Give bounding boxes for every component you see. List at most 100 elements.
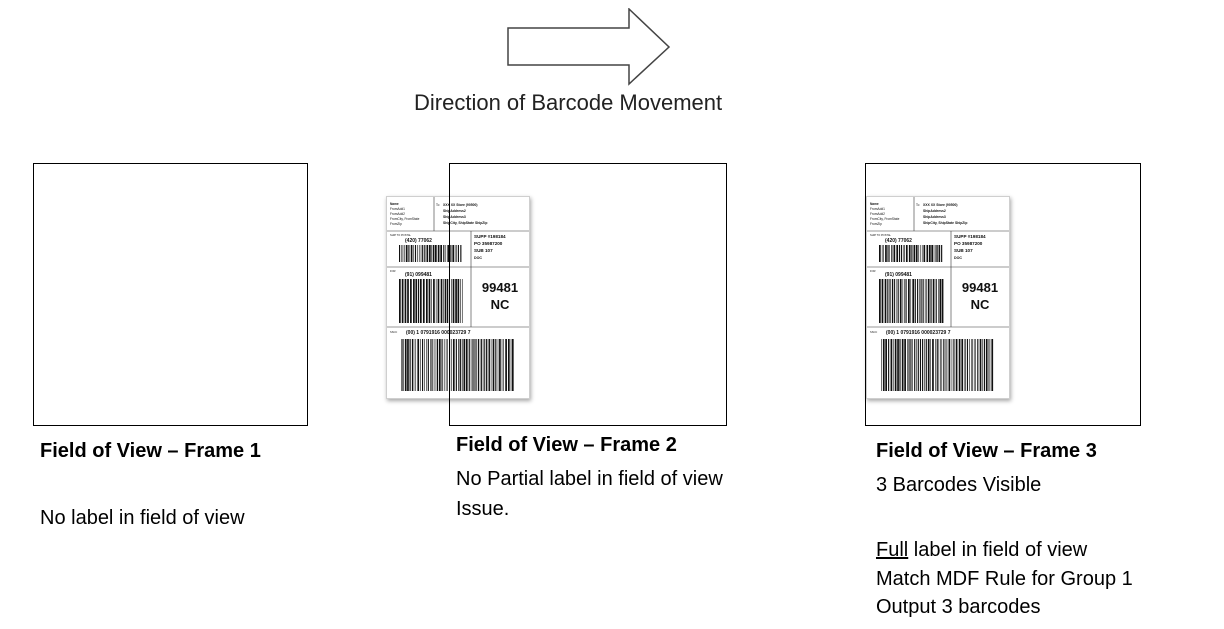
postal-barcode-bar (460, 245, 462, 262)
postal-barcode-bar (426, 245, 429, 262)
sscc-barcode-bar (462, 339, 463, 391)
postal-barcode-bar (432, 245, 435, 262)
sscc-barcode-bar (927, 339, 930, 391)
sscc-barcode-bar (451, 339, 452, 391)
sscc-barcode-bar (411, 339, 414, 391)
sscc-barcode-bar (970, 339, 972, 391)
postal-barcode-bar (908, 245, 911, 262)
sub-text: SUB 107 (474, 248, 493, 253)
frame-3-barcodes-visible: 3 Barcodes Visible (876, 474, 1042, 496)
postal-barcode-bar (420, 245, 422, 262)
from-address-line: FromZip (870, 222, 882, 226)
frame-1-description: No label in field of view (40, 507, 245, 529)
store-barcode-text: (91) 099481 (405, 272, 432, 278)
sscc-barcode-bar (511, 339, 514, 391)
frame-1-title: Field of View – Frame 1 (40, 440, 261, 462)
postal-barcode-bar (939, 245, 941, 262)
sscc-barcode-bar (966, 339, 969, 391)
postal-barcode-bar (935, 245, 937, 262)
sscc-barcode-bar (953, 339, 955, 391)
postal-barcode-bar (408, 245, 410, 262)
frame-2-title: Field of View – Frame 2 (456, 434, 677, 456)
sscc-barcode-bar (426, 339, 427, 391)
from-address-line: FromAdd2 (390, 212, 405, 216)
postal-barcode-bar (893, 245, 896, 262)
sscc-barcode-bar (907, 339, 908, 391)
sscc-barcode-bar (415, 339, 417, 391)
right-arrow-icon (507, 8, 671, 86)
sscc-barcode-bar (465, 339, 468, 391)
sscc-barcode-bar (479, 339, 481, 391)
sscc-barcode-bar (961, 339, 964, 391)
from-address-line: FromZip (390, 222, 402, 226)
store-barcode-bar (417, 279, 420, 323)
full-word: Full (876, 539, 909, 561)
sscc-barcode-bar (894, 339, 897, 391)
sscc-barcode-bar (948, 339, 951, 391)
sscc-barcode-bar (452, 339, 455, 391)
sscc-barcode-bar (951, 339, 953, 391)
sscc-barcode-bar (403, 339, 404, 391)
sscc-barcode-text: (00) 1 0791916 000023729 7 (406, 330, 471, 336)
po-text: PO 35987200 (954, 241, 983, 246)
from-address-line: FromAdd2 (870, 212, 885, 216)
postal-barcode-bar (424, 245, 426, 262)
sscc-barcode-bar (433, 339, 435, 391)
store-barcode-bar (924, 279, 926, 323)
postal-barcode-bar (911, 245, 913, 262)
store-barcode-bar (428, 279, 431, 323)
sscc-barcode-bar (481, 339, 483, 391)
to-prefix: To (916, 203, 920, 207)
sscc-barcode-bar (983, 339, 985, 391)
store-barcode-bar (444, 279, 447, 323)
store-number: 99481 (482, 280, 518, 295)
store-barcode-bar (922, 279, 924, 323)
postal-barcode-bar (399, 245, 401, 262)
postal-barcode-bar (929, 245, 931, 262)
postal-barcode-bar (401, 245, 403, 262)
postal-barcode-bar (445, 245, 447, 262)
sscc-barcode-bar (897, 339, 899, 391)
store-barcode-bar (899, 279, 902, 323)
sscc-barcode-bar (979, 339, 982, 391)
from-address-line: FromAdd1 (870, 207, 885, 211)
postal-barcode-bar (923, 245, 926, 262)
sscc-barcode-bar (958, 339, 961, 391)
postal-barcode-bar (405, 245, 408, 262)
store-barcode-bar (939, 279, 942, 323)
postal-barcode-bar (896, 245, 899, 262)
sscc-barcode-bar (985, 339, 988, 391)
store-barcode-bar (935, 279, 937, 323)
postal-barcode-bar (418, 245, 420, 262)
postal-barcode-bar (898, 245, 901, 262)
postal-barcode-bar (921, 245, 923, 262)
sscc-barcode-bar (505, 339, 507, 391)
store-barcode-bar (446, 279, 449, 323)
po-text: PO 35987200 (474, 241, 503, 246)
ship-address-line: ShipAddress2 (923, 209, 946, 213)
store-barcode-bar (404, 279, 407, 323)
sscc-barcode-bar (916, 339, 917, 391)
sscc-barcode-bar (975, 339, 976, 391)
postal-barcode-bar (410, 245, 413, 262)
store-barcode-bar (938, 279, 939, 323)
frame-3-mdf-rule: Match MDF Rule for Group 1 (876, 568, 1133, 590)
store-barcode-bar (879, 279, 881, 323)
store-barcode-bar (902, 279, 904, 323)
postal-barcode-bar (456, 245, 457, 262)
store-barcode-bar (920, 279, 922, 323)
sscc-barcode-bar (438, 339, 441, 391)
sscc-barcode-bar (885, 339, 887, 391)
from-address-line: FromAdd1 (390, 207, 405, 211)
postal-barcode-bar (900, 245, 903, 262)
sscc-barcode-bar (936, 339, 938, 391)
supp-text: SUPP #198184 (474, 234, 506, 239)
postal-barcode-bar (404, 245, 406, 262)
frame-3-output: Output 3 barcodes (876, 596, 1041, 618)
sscc-barcode-bar (912, 339, 913, 391)
sscc-barcode-bar (932, 339, 934, 391)
direction-label: Direction of Barcode Movement (414, 90, 723, 115)
sscc-barcode-bar (989, 339, 991, 391)
postal-barcode-bar (933, 245, 935, 262)
sscc-barcode-bar (910, 339, 912, 391)
